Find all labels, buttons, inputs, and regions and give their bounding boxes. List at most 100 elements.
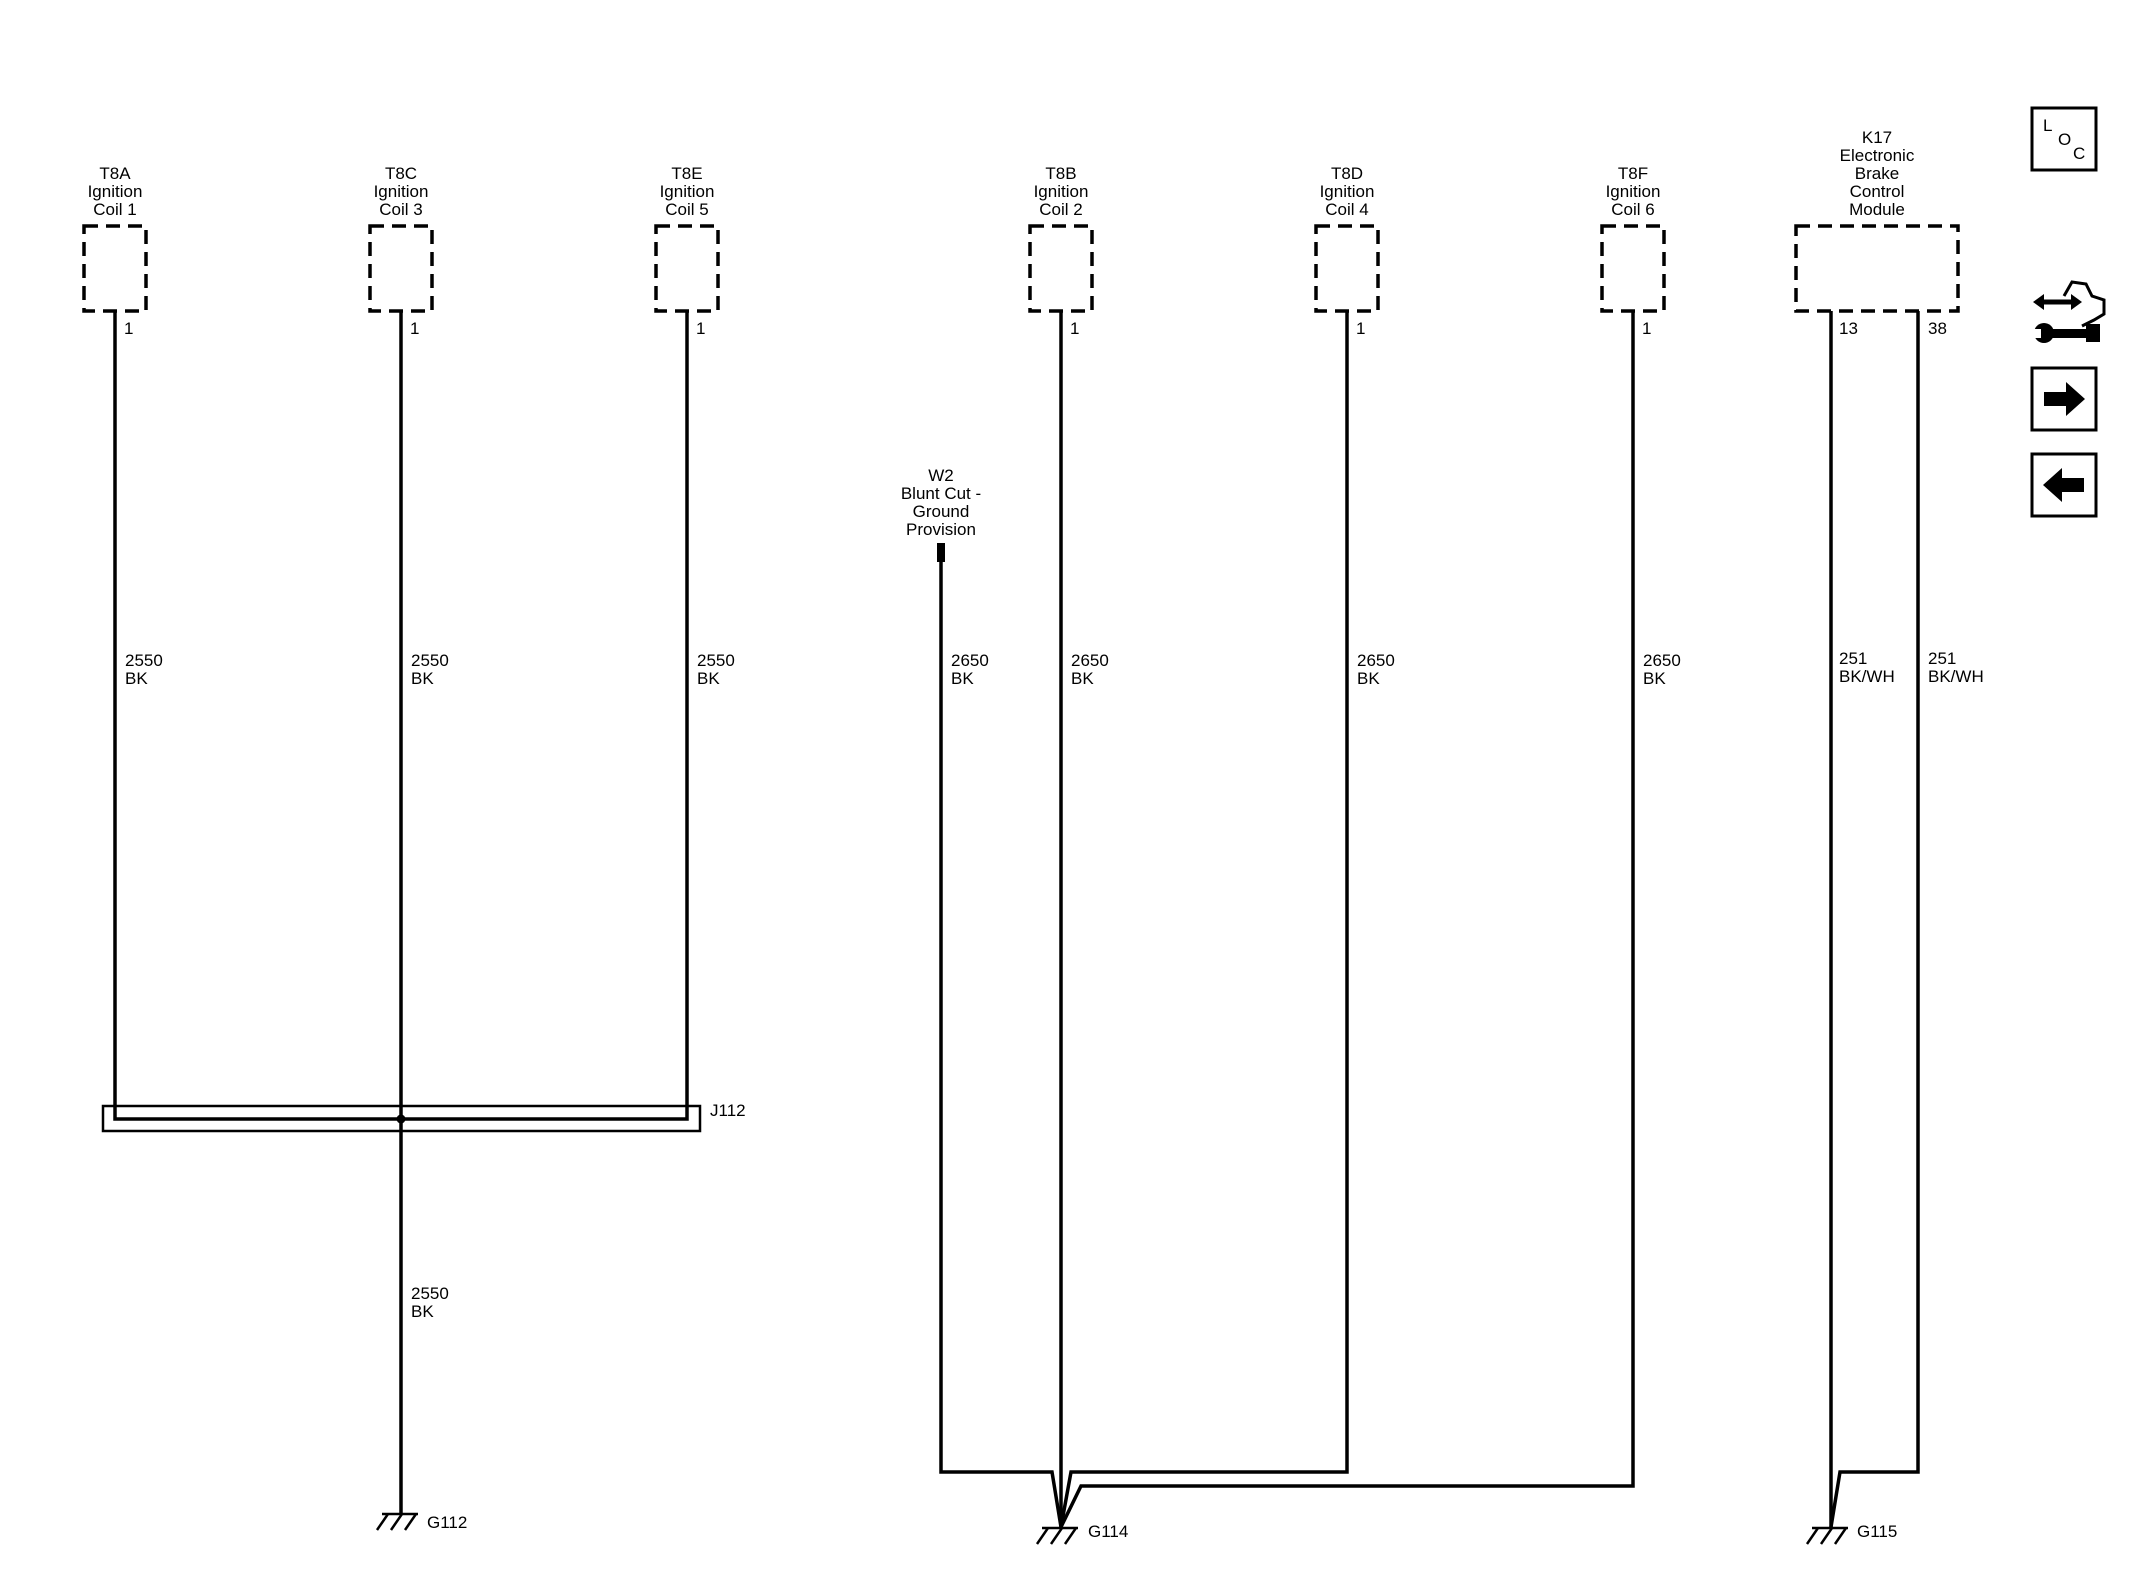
svg-text:O: O: [2058, 130, 2071, 149]
t8d-wire-label: 2650 BK: [1357, 651, 1395, 688]
t8c-pin: 1: [410, 319, 419, 338]
svg-text:251: 251: [1839, 649, 1867, 668]
svg-text:T8E: T8E: [671, 164, 702, 183]
svg-text:T8D: T8D: [1331, 164, 1363, 183]
connector-wrench-icon: [2031, 280, 2106, 343]
svg-text:BK: BK: [411, 669, 434, 688]
svg-text:Ignition: Ignition: [660, 182, 715, 201]
svg-text:BK: BK: [1357, 669, 1380, 688]
w2-wire: [939, 562, 1063, 1528]
svg-text:BK/WH: BK/WH: [1839, 667, 1895, 686]
t8c-wire-label: 2550 BK: [411, 651, 449, 688]
k17-wire-38-label: 251 BK/WH: [1928, 649, 1984, 686]
svg-text:BK: BK: [1643, 669, 1666, 688]
t8b-wire-label: 2650 BK: [1071, 651, 1109, 688]
svg-text:2550: 2550: [125, 651, 163, 670]
svg-text:T8C: T8C: [385, 164, 417, 183]
g112-wire-label: 2550 BK: [411, 1284, 449, 1321]
svg-text:Electronic: Electronic: [1840, 146, 1915, 165]
t8d-pin: 1: [1356, 319, 1365, 338]
ground-g115-symbol: [1805, 1526, 1848, 1545]
t8d-wire: [1059, 311, 1349, 1528]
svg-text:Blunt Cut -: Blunt Cut -: [901, 484, 981, 503]
t8e-connector: [654, 224, 720, 313]
svg-text:Ground: Ground: [913, 502, 970, 521]
svg-text:2650: 2650: [951, 651, 989, 670]
w2-wire-label: 2650 BK: [951, 651, 989, 688]
svg-text:C: C: [2073, 144, 2085, 163]
t8e-wire-label: 2550 BK: [697, 651, 735, 688]
w2-label: W2 Blunt Cut - Ground Provision: [901, 466, 981, 539]
ground-g114-label: G114: [1088, 1522, 1128, 1541]
svg-text:BK: BK: [951, 669, 974, 688]
w2-blunt-cut: [937, 543, 945, 562]
loc-button[interactable]: L O C: [2030, 106, 2098, 172]
t8f-pin: 1: [1642, 319, 1651, 338]
svg-text:W2: W2: [928, 466, 954, 485]
svg-text:BK: BK: [697, 669, 720, 688]
t8a-wire-label: 2550 BK: [125, 651, 163, 688]
t8b-pin: 1: [1070, 319, 1079, 338]
previous-page-button[interactable]: [2030, 452, 2098, 518]
svg-text:Coil 2: Coil 2: [1039, 200, 1082, 219]
t8b-label: T8B Ignition Coil 2: [1034, 164, 1089, 219]
ground-g114-symbol: [1035, 1526, 1078, 1545]
svg-text:2550: 2550: [411, 651, 449, 670]
k17-pin-13: 13: [1839, 319, 1858, 338]
ground-g115-label: G115: [1857, 1522, 1897, 1541]
t8d-label: T8D Ignition Coil 4: [1320, 164, 1375, 219]
t8c-label: T8C Ignition Coil 3: [374, 164, 429, 219]
t8a-pin: 1: [124, 319, 133, 338]
t8c-connector: [368, 224, 434, 313]
t8a-label: T8A Ignition Coil 1: [88, 164, 143, 219]
t8f-wire-label: 2650 BK: [1643, 651, 1681, 688]
svg-text:2650: 2650: [1071, 651, 1109, 670]
connector-wrench-button[interactable]: [2031, 280, 2106, 343]
svg-text:Ignition: Ignition: [88, 182, 143, 201]
svg-text:BK: BK: [411, 1302, 434, 1321]
k17-label: K17 Electronic Brake Control Module: [1840, 128, 1915, 219]
t8f-label: T8F Ignition Coil 6: [1606, 164, 1661, 219]
svg-text:T8A: T8A: [99, 164, 131, 183]
svg-text:T8F: T8F: [1618, 164, 1648, 183]
t8a-connector: [82, 224, 148, 313]
svg-text:2650: 2650: [1357, 651, 1395, 670]
t8d-connector: [1314, 224, 1380, 313]
k17-connector: [1794, 224, 1960, 313]
svg-text:Coil 1: Coil 1: [93, 200, 136, 219]
arrow-left-icon: [2043, 468, 2084, 502]
ground-g112-symbol: [375, 1512, 418, 1531]
svg-text:Ignition: Ignition: [1320, 182, 1375, 201]
svg-text:Ignition: Ignition: [1606, 182, 1661, 201]
svg-text:Control: Control: [1850, 182, 1905, 201]
ground-g112-label: G112: [427, 1513, 467, 1532]
next-page-button[interactable]: [2030, 366, 2098, 432]
svg-text:BK/WH: BK/WH: [1928, 667, 1984, 686]
svg-text:Coil 4: Coil 4: [1325, 200, 1368, 219]
svg-text:L: L: [2043, 116, 2052, 135]
k17-pin-38: 38: [1928, 319, 1947, 338]
t8e-pin: 1: [696, 319, 705, 338]
svg-text:Coil 3: Coil 3: [379, 200, 422, 219]
k17-wire-13-label: 251 BK/WH: [1839, 649, 1895, 686]
svg-text:2550: 2550: [697, 651, 735, 670]
t8f-wire: [1059, 311, 1635, 1528]
t8b-connector: [1028, 224, 1094, 313]
svg-text:Coil 6: Coil 6: [1611, 200, 1654, 219]
svg-text:Provision: Provision: [906, 520, 976, 539]
svg-text:T8B: T8B: [1045, 164, 1076, 183]
splice-label: J112: [710, 1101, 746, 1120]
svg-text:BK: BK: [125, 669, 148, 688]
svg-text:K17: K17: [1862, 128, 1892, 147]
arrow-right-icon: [2044, 382, 2085, 416]
loc-icon: L O C: [2043, 116, 2085, 163]
svg-text:Ignition: Ignition: [1034, 182, 1089, 201]
svg-text:Module: Module: [1849, 200, 1905, 219]
svg-text:2550: 2550: [411, 1284, 449, 1303]
svg-text:Ignition: Ignition: [374, 182, 429, 201]
svg-text:BK: BK: [1071, 669, 1094, 688]
t8e-label: T8E Ignition Coil 5: [660, 164, 715, 219]
t8f-connector: [1600, 224, 1666, 313]
k17-wire-38: [1829, 311, 1920, 1528]
